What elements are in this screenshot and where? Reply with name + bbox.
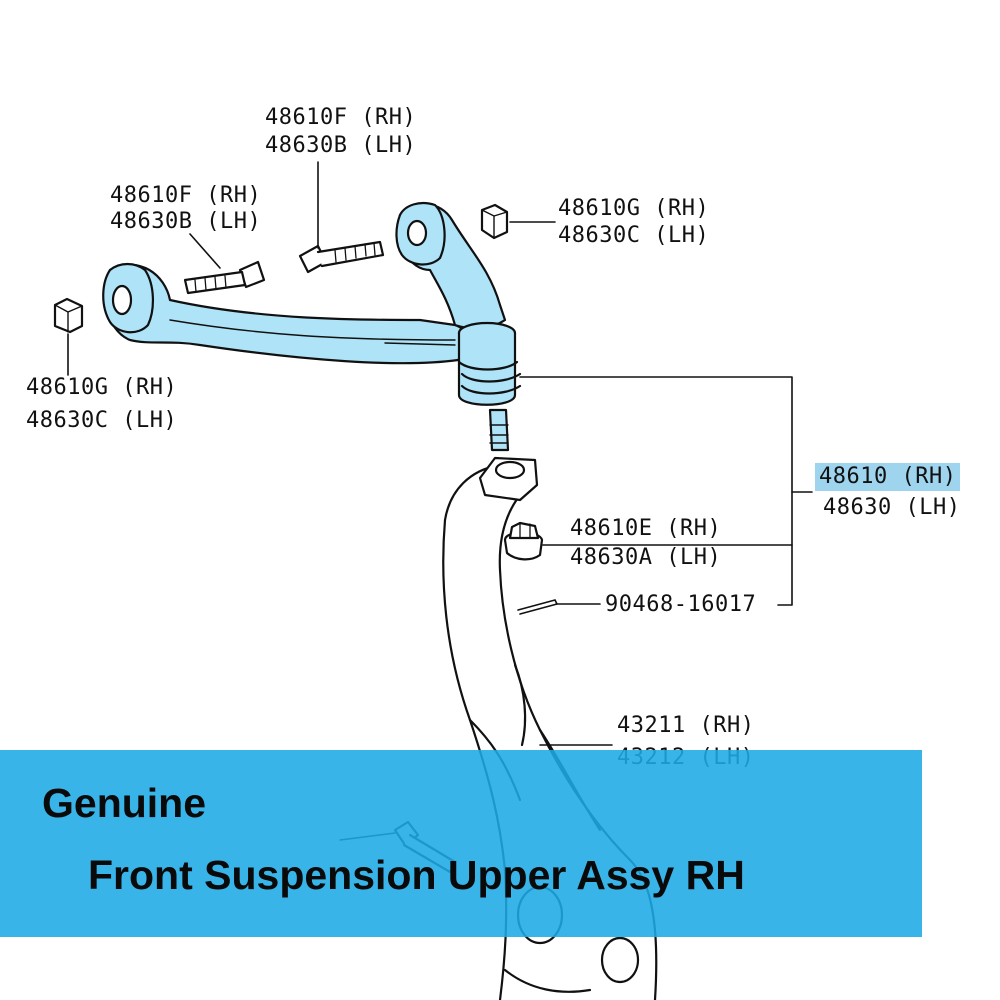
label-assy-lh: 48630 (LH) (823, 495, 961, 520)
label-cam-left-rh: 48610G (RH) (26, 375, 178, 400)
cam-bolt-left (183, 260, 266, 295)
label-cam-right-lh: 48630C (LH) (558, 223, 710, 248)
castle-nut (503, 521, 544, 561)
label-bolt-left-rh: 48610F (RH) (110, 183, 262, 208)
banner-line-genuine: Genuine (42, 780, 207, 826)
label-bolt-top-rh: 48610F (RH) (265, 105, 417, 130)
label-bolt-left-lh: 48630B (LH) (110, 209, 262, 234)
cam-bolt-top (298, 240, 385, 274)
ball-joint (457, 321, 522, 452)
cotter-pin (517, 599, 558, 615)
cam-nut-left (53, 297, 84, 334)
label-assy-rh: 48610 (RH) (815, 463, 961, 491)
knuckle-upper-eye (478, 456, 539, 502)
title-banner: Genuine Front Suspension Upper Assy RH (0, 750, 922, 937)
label-cam-left-lh: 48630C (LH) (26, 408, 178, 433)
label-bolt-top-lh: 48630B (LH) (265, 133, 417, 158)
label-cam-right-rh: 48610G (RH) (558, 196, 710, 221)
banner-line-product-name: Front Suspension Upper Assy RH (88, 852, 745, 898)
label-cotter-pin: 90468-16017 (605, 592, 757, 617)
cam-nut-right (480, 203, 509, 240)
label-nut-lh: 48630A (LH) (570, 545, 722, 570)
label-knuckle-rh: 43211 (RH) (617, 713, 755, 738)
label-nut-rh: 48610E (RH) (570, 516, 722, 541)
